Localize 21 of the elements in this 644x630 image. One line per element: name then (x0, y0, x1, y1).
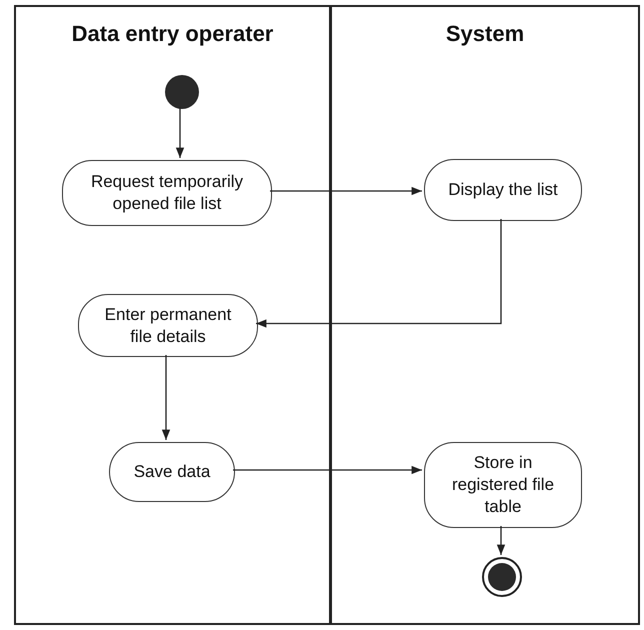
arrow (256, 219, 502, 328)
arrow (176, 107, 184, 158)
swimlane (14, 5, 331, 625)
arrow (162, 355, 170, 440)
activity-box (62, 160, 272, 226)
activity-box (424, 159, 582, 221)
arrow (233, 466, 422, 474)
initial-node (165, 75, 199, 109)
activity-label: Display the list (448, 179, 558, 201)
activity-label: Store in registered file table (450, 452, 556, 518)
final-node (482, 557, 522, 597)
activity-label: Request temporarily opened file list (90, 171, 244, 215)
lane-heading: System (444, 20, 526, 48)
arrow (270, 186, 422, 196)
activity-label: Save data (134, 461, 210, 483)
swimlane (330, 5, 640, 625)
arrow (496, 526, 506, 555)
activity-box (424, 442, 582, 528)
lane-heading: Data entry operater (70, 20, 274, 48)
activity-box (78, 294, 258, 357)
activity-label: Enter permanent file details (104, 304, 232, 348)
